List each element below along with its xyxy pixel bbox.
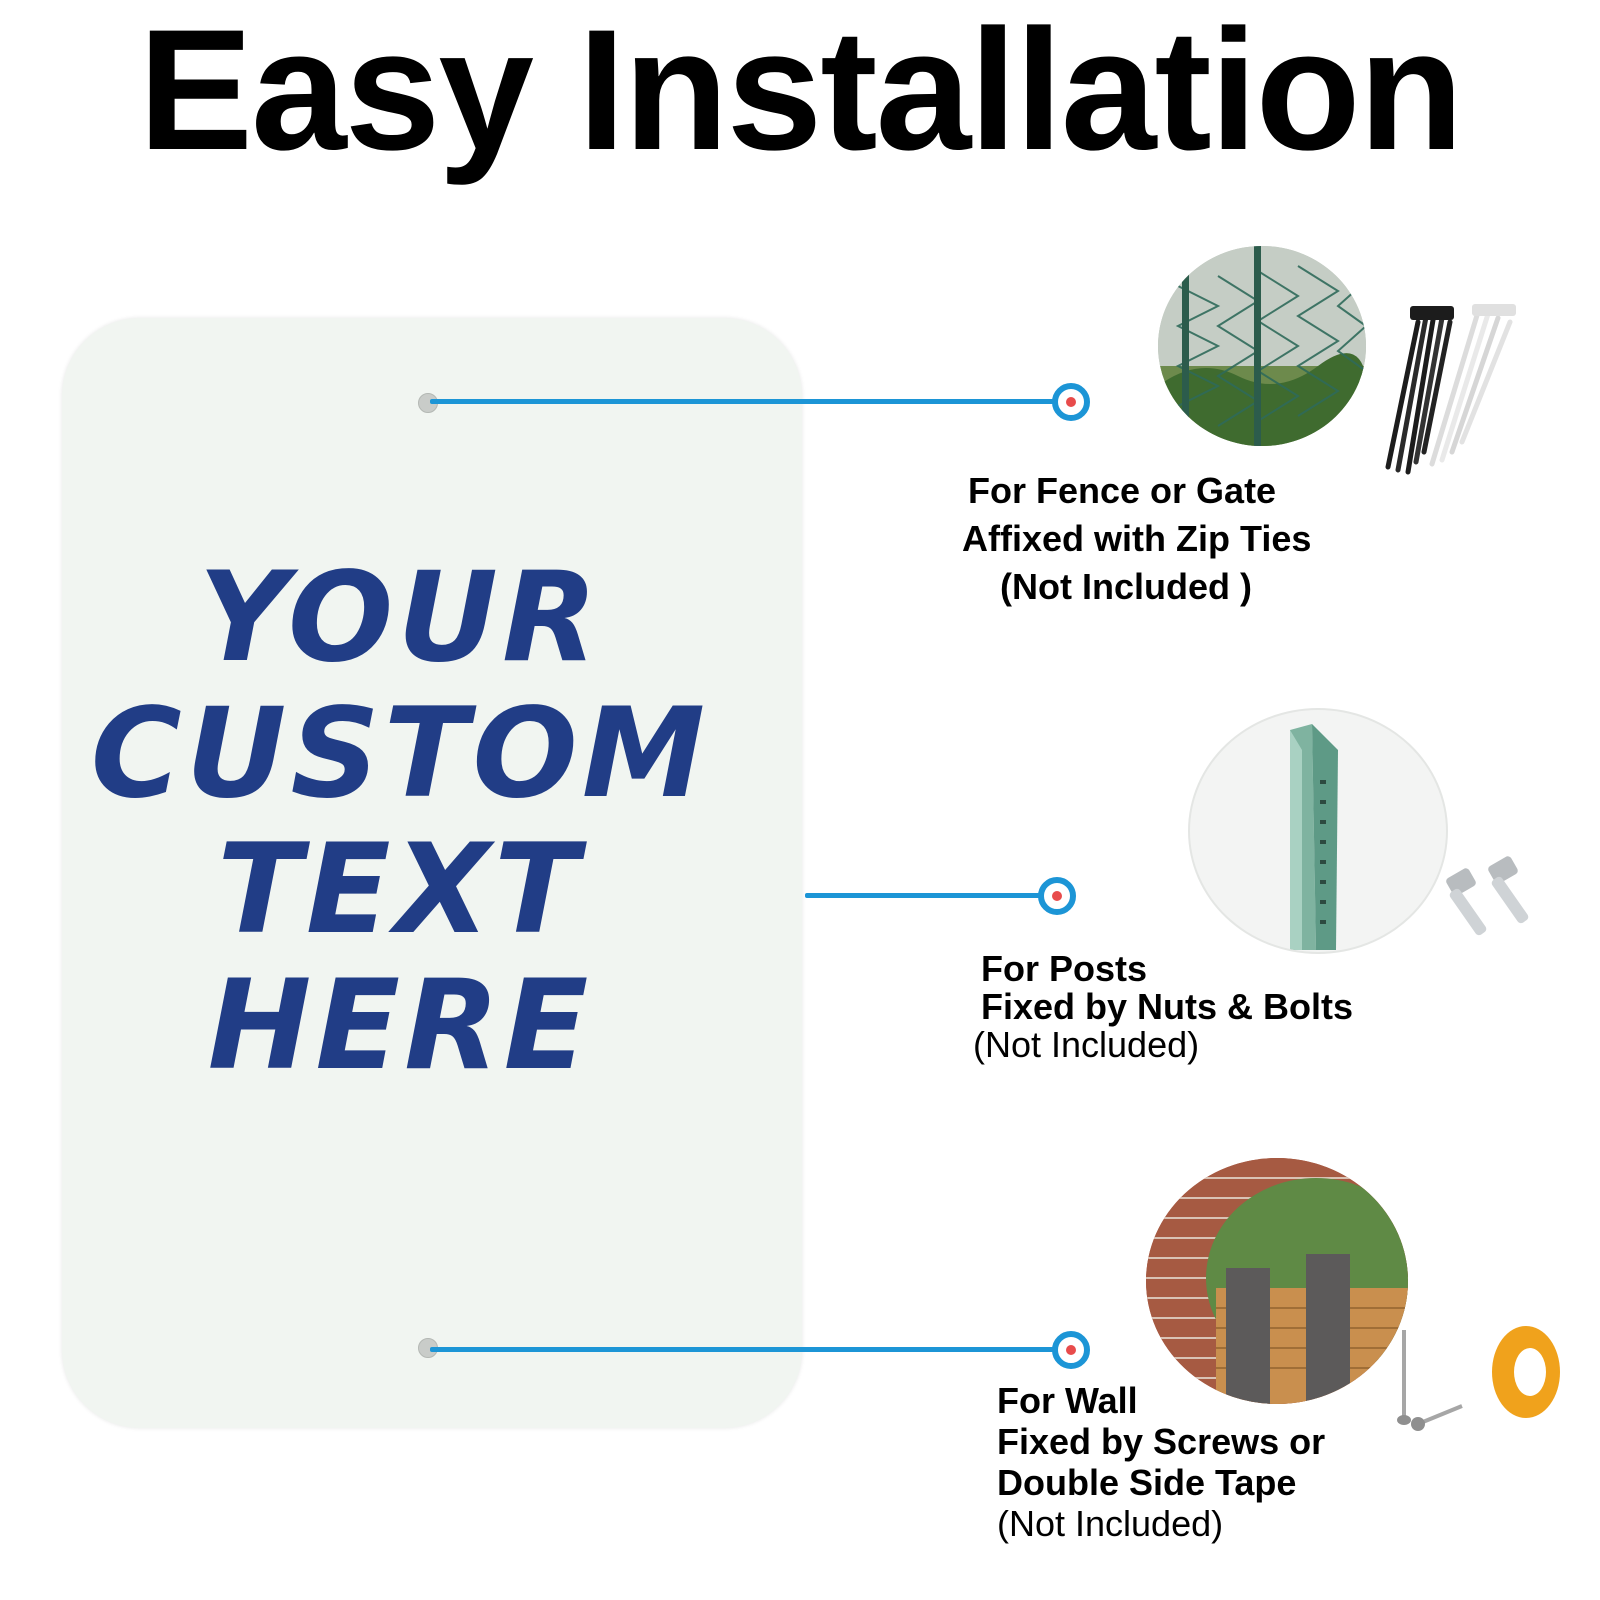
- fence-caption-note: (Not Included ): [1000, 566, 1252, 607]
- zip-ties-icon: [1378, 302, 1530, 478]
- post-caption: For Posts Fixed by Nuts & Bolts (Not Inc…: [973, 948, 1354, 1064]
- fence-target-marker: [1052, 383, 1090, 421]
- sign-custom-text: YOUR CUSTOM TEXT HERE: [80, 550, 720, 1094]
- wall-caption-method-2: Double Side Tape: [997, 1462, 1297, 1503]
- fence-caption-method: Affixed with Zip Ties: [962, 518, 1312, 559]
- page-title: Easy Installation: [138, 0, 1463, 186]
- post-target-marker: [1038, 877, 1076, 915]
- sign-panel: [62, 318, 802, 1428]
- fence-caption-heading: For Fence or Gate: [968, 470, 1277, 511]
- post-connector-line: [805, 893, 1041, 898]
- wall-target-marker: [1052, 1331, 1090, 1369]
- chain-link-fence-photo: [1158, 246, 1366, 446]
- fence-caption: For Fence or Gate Affixed with Zip Ties …: [962, 467, 1311, 611]
- sign-line-2: CUSTOM: [90, 682, 710, 826]
- wall-caption-method-1: Fixed by Screws or: [997, 1421, 1326, 1462]
- u-channel-post-photo: [1188, 708, 1448, 954]
- wall-caption: For Wall Fixed by Screws or Double Side …: [997, 1380, 1325, 1544]
- wall-caption-heading: For Wall: [997, 1380, 1138, 1421]
- bolts-icon: [1440, 852, 1540, 952]
- screws-and-tape-icon: [1388, 1320, 1564, 1440]
- sign-line-4: HERE: [207, 954, 593, 1098]
- post-caption-note: (Not Included): [973, 1024, 1200, 1065]
- fence-connector-line: [430, 399, 1055, 404]
- post-caption-heading: For Posts: [981, 948, 1148, 989]
- sign-line-1: YOUR: [198, 546, 602, 690]
- sign-line-3: TEXT: [217, 818, 583, 962]
- brick-wall-fence-photo: [1146, 1158, 1408, 1404]
- wall-caption-note: (Not Included): [997, 1503, 1224, 1544]
- post-caption-method: Fixed by Nuts & Bolts: [981, 986, 1354, 1027]
- wall-connector-line: [430, 1347, 1055, 1352]
